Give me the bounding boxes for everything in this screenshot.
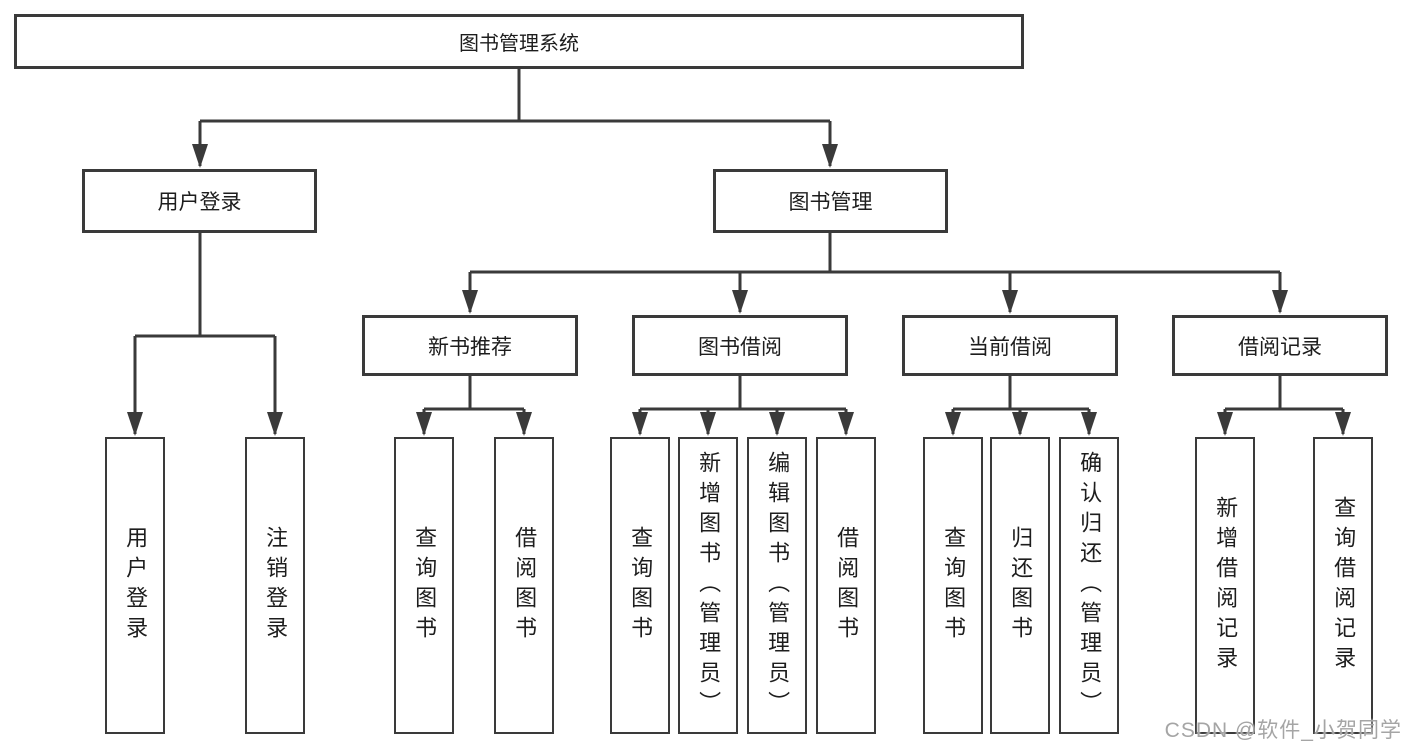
branch-book-management: 图书管理 — [713, 169, 948, 233]
leaf-borrow-books-borrowing: 借阅图书 — [816, 437, 876, 734]
leaf-query-books-borrowing: 查询图书 — [610, 437, 670, 734]
leaf-query-books-current: 查询图书 — [923, 437, 983, 734]
node-label: 借阅图书 — [512, 525, 538, 646]
node-label: 新增图书（管理员） — [696, 450, 722, 721]
branch-new-book-recommend: 新书推荐 — [362, 315, 578, 376]
leaf-user-login: 用户登录 — [105, 437, 165, 734]
node-label: 借阅记录 — [1238, 335, 1322, 359]
connector-borrowing-records-rail — [1225, 376, 1343, 411]
node-label: 编辑图书（管理员） — [765, 450, 791, 721]
node-label: 新增借阅记录 — [1213, 495, 1239, 676]
node-label: 查询图书 — [412, 525, 438, 646]
leaf-add-books-admin: 新增图书（管理员） — [678, 437, 738, 734]
branch-current-borrowing: 当前借阅 — [902, 315, 1118, 376]
root-node-library-system: 图书管理系统 — [14, 14, 1024, 69]
node-label: 图书管理 — [788, 191, 873, 214]
node-label: 查询借阅记录 — [1331, 495, 1357, 676]
leaf-edit-books-admin: 编辑图书（管理员） — [747, 437, 807, 734]
node-label: 查询图书 — [628, 525, 654, 646]
node-label: 图书管理系统 — [459, 33, 579, 55]
node-label: 当前借阅 — [968, 335, 1052, 359]
connector-book-management-rail — [470, 233, 1280, 274]
connector-root-rail — [200, 68, 830, 123]
leaf-query-books-recommend: 查询图书 — [394, 437, 454, 734]
node-label: 查询图书 — [941, 525, 967, 646]
csdn-watermark: CSDN @软件_小贺同学 — [1164, 719, 1402, 742]
node-label: 借阅图书 — [834, 525, 860, 646]
leaf-borrow-books-recommend: 借阅图书 — [494, 437, 554, 734]
leaf-query-borrow-record: 查询借阅记录 — [1313, 437, 1373, 734]
leaf-confirm-return-admin: 确认归还（管理员） — [1059, 437, 1119, 734]
node-label: 用户登录 — [123, 525, 149, 646]
leaf-logout-login: 注销登录 — [245, 437, 305, 734]
leaf-return-books: 归还图书 — [990, 437, 1050, 734]
leaf-add-borrow-record: 新增借阅记录 — [1195, 437, 1255, 734]
branch-book-borrowing: 图书借阅 — [632, 315, 848, 376]
connector-new-book-recommend-rail — [424, 376, 524, 411]
node-label: 新书推荐 — [428, 335, 512, 359]
node-label: 注销登录 — [263, 525, 289, 646]
node-label: 确认归还（管理员） — [1077, 450, 1103, 721]
branch-borrowing-records: 借阅记录 — [1172, 315, 1388, 376]
node-label: 归还图书 — [1008, 525, 1034, 646]
node-label: 用户登录 — [157, 191, 242, 214]
node-label: 图书借阅 — [698, 335, 782, 359]
connector-book-borrowing-rail — [640, 376, 846, 411]
branch-user-login: 用户登录 — [82, 169, 317, 233]
connector-current-borrowing-rail — [953, 376, 1089, 411]
connector-user-login-rail — [135, 233, 275, 338]
